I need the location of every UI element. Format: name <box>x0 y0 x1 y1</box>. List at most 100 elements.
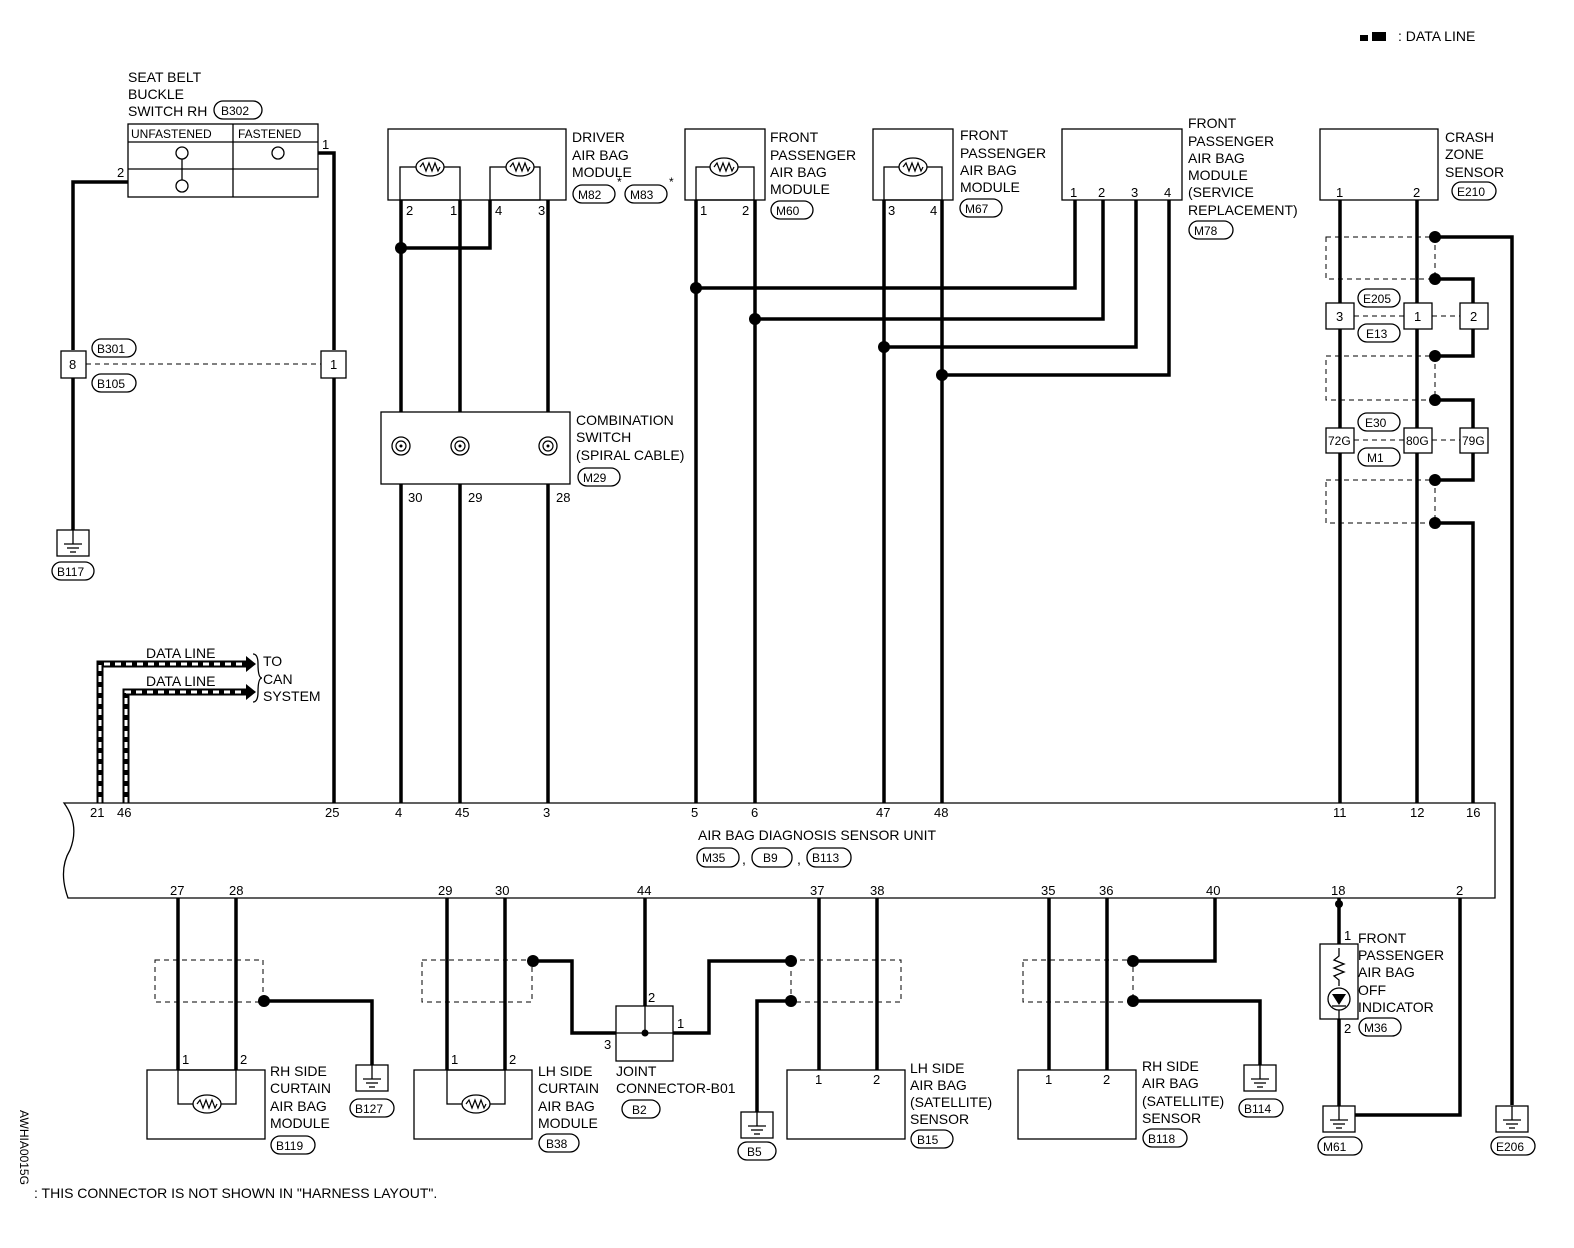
indicator-label-3: AIR BAG <box>1358 964 1415 980</box>
m78-label-4: MODULE <box>1188 167 1248 183</box>
ground-icon <box>740 1111 774 1139</box>
b105-pin-1: 1 <box>330 357 337 372</box>
e205-pin-2: 2 <box>1470 309 1477 324</box>
rh-curtain-label-1: RH SIDE <box>270 1063 327 1079</box>
driver-label-3: MODULE <box>572 164 632 180</box>
rh-side-label-1: RH SIDE <box>1142 1058 1199 1074</box>
connector-b9: B9 <box>763 851 778 865</box>
crash-label-2: ZONE <box>1445 146 1484 162</box>
unit-pin-6: 6 <box>751 805 758 820</box>
ground-icon <box>1495 1105 1529 1133</box>
connector-b38: B38 <box>546 1137 568 1151</box>
indicator-label-1: FRONT <box>1358 930 1407 946</box>
rh-curtain-label-3: AIR BAG <box>270 1098 327 1114</box>
legend: : DATA LINE <box>1360 28 1475 44</box>
m60-label-2: PASSENGER <box>770 147 856 163</box>
connector-m1-label: M1 <box>1367 451 1384 465</box>
airbag-diagnosis-sensor-unit: AIR BAG DIAGNOSIS SENSOR UNIT M35 , B9 ,… <box>62 802 1496 899</box>
combo-label-1: COMBINATION <box>576 412 674 428</box>
front-passenger-airbag-m60: 1 2 FRONT PASSENGER AIR BAG MODULE M60 <box>684 128 856 220</box>
joint-pin-1: 1 <box>677 1016 684 1031</box>
connector-m60: M60 <box>776 204 800 218</box>
unfastened-label: UNFASTENED <box>131 127 212 141</box>
crash-pin-2: 2 <box>1413 185 1420 200</box>
driver-pin-1: 1 <box>450 203 457 218</box>
m78-label-6: REPLACEMENT) <box>1188 202 1298 218</box>
front-passenger-airbag-m67: 3 4 FRONT PASSENGER AIR BAG MODULE M67 <box>872 127 1046 218</box>
crash-zone-sensor: 1 2 CRASH ZONE SENSOR E210 <box>1319 128 1504 201</box>
lh-side-pin-2: 2 <box>873 1072 880 1087</box>
unit-pin-48: 48 <box>934 805 948 820</box>
lh-curtain-label-1: LH SIDE <box>538 1063 592 1079</box>
e30-pin-72g: 72G <box>1328 434 1351 448</box>
connector-b2: B2 <box>632 1103 647 1117</box>
e30-pin-80g: 80G <box>1406 434 1429 448</box>
ground-icon <box>355 1064 389 1092</box>
unit-pin-36: 36 <box>1099 883 1113 898</box>
seatbelt-label-3: SWITCH RH <box>128 103 207 119</box>
m67-label-2: PASSENGER <box>960 145 1046 161</box>
combo-pin-28: 28 <box>556 490 570 505</box>
seatbelt-label-1: SEAT BELT <box>128 69 202 85</box>
unit-pin-37: 37 <box>810 883 824 898</box>
unit-pin-21: 21 <box>90 805 104 820</box>
footnote-star: * <box>617 175 622 189</box>
crash-label-3: SENSOR <box>1445 164 1504 180</box>
resistor-icon <box>192 1094 222 1114</box>
e30-pin-79g: 79G <box>1462 434 1485 448</box>
combination-switch: 30 29 28 COMBINATION SWITCH (SPIRAL CABL… <box>380 411 684 505</box>
m78-pin-3: 3 <box>1131 185 1138 200</box>
indicator-pin-1: 1 <box>1344 928 1351 943</box>
e205-pin-1: 1 <box>1414 309 1421 324</box>
resistor-icon <box>709 157 739 177</box>
rh-side-label-2: AIR BAG <box>1142 1075 1199 1091</box>
lh-side-curtain-airbag: 1 2 LH SIDE CURTAIN AIR BAG MODULE B38 <box>413 1052 599 1153</box>
lh-curtain-pin-2: 2 <box>509 1052 516 1067</box>
unit-pin-30: 30 <box>495 883 509 898</box>
m78-label-2: PASSENGER <box>1188 133 1274 149</box>
separator: , <box>742 851 746 867</box>
unit-pin-29: 29 <box>438 883 452 898</box>
ground-b114: B114 <box>1244 1102 1271 1116</box>
ground-icon <box>1322 1105 1356 1133</box>
driver-pin-2: 2 <box>406 203 413 218</box>
rh-side-curtain-airbag: 1 2 RH SIDE CURTAIN AIR BAG MODULE B119 <box>146 1052 331 1155</box>
footnote-star: * <box>669 175 674 189</box>
resistor-icon <box>505 157 535 177</box>
unit-pin-16: 16 <box>1466 805 1480 820</box>
separator: , <box>797 851 801 867</box>
ground-icon <box>56 529 90 557</box>
combo-label-3: (SPIRAL CABLE) <box>576 447 684 463</box>
connector-m78: M78 <box>1194 224 1218 238</box>
indicator-label-2: PASSENGER <box>1358 947 1444 963</box>
unit-pin-28: 28 <box>229 883 243 898</box>
e205-pin-3: 3 <box>1336 309 1343 324</box>
m78-label-1: FRONT <box>1188 115 1237 131</box>
connector-m29: M29 <box>583 471 607 485</box>
unit-pin-11: 11 <box>1333 805 1347 820</box>
unit-pin-3: 3 <box>543 805 550 820</box>
connector-b113: B113 <box>812 851 839 865</box>
connector-b301-label: B301 <box>97 342 125 356</box>
unit-name: AIR BAG DIAGNOSIS SENSOR UNIT <box>698 827 936 843</box>
data-lines: DATA LINE DATA LINE TO CAN SYSTEM <box>96 645 321 803</box>
unit-pin-45: 45 <box>455 805 469 820</box>
unit-pin-40: 40 <box>1206 883 1220 898</box>
joint-label-2: CONNECTOR-B01 <box>616 1080 736 1096</box>
lh-side-label-3: (SATELLITE) <box>910 1094 992 1110</box>
spiral-icon <box>450 436 470 456</box>
unit-pin-35: 35 <box>1041 883 1055 898</box>
m78-pin-2: 2 <box>1098 185 1105 200</box>
can-to-label: TO <box>263 653 282 669</box>
driver-pin-3: 3 <box>538 203 545 218</box>
m67-pin-4: 4 <box>930 203 937 218</box>
lh-curtain-pin-1: 1 <box>451 1052 458 1067</box>
rh-side-label-4: SENSOR <box>1142 1110 1201 1126</box>
fastened-label: FASTENED <box>238 127 302 141</box>
unit-pin-27: 27 <box>170 883 184 898</box>
m60-label-3: AIR BAG <box>770 164 827 180</box>
connector-m83: M83 <box>630 188 654 202</box>
lh-curtain-label-2: CURTAIN <box>538 1080 599 1096</box>
m60-label-4: MODULE <box>770 181 830 197</box>
connector-b302: B302 <box>221 104 249 118</box>
